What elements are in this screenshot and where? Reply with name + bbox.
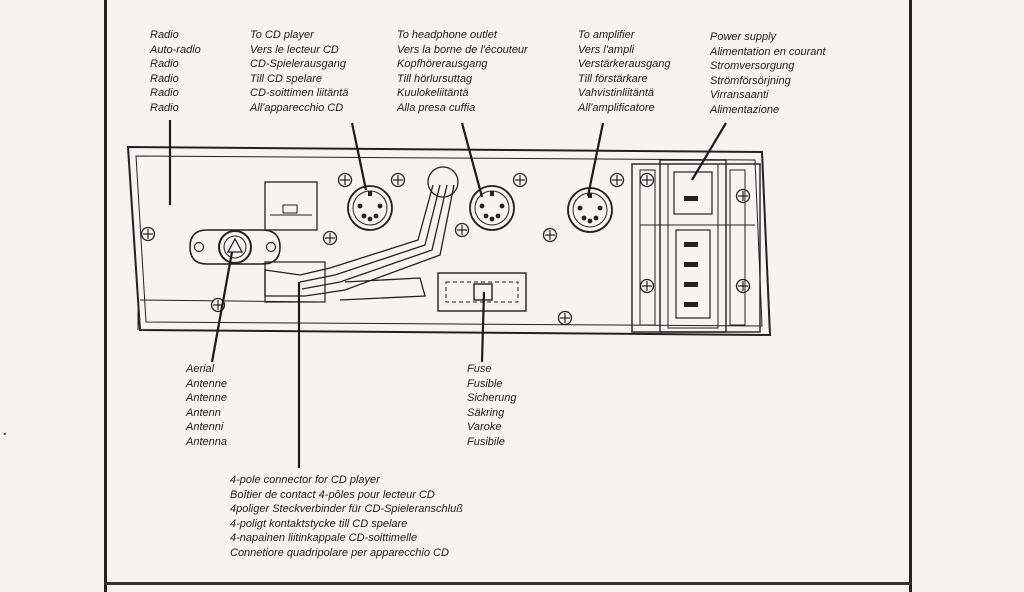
label-line: To headphone outlet bbox=[397, 29, 497, 41]
label-line: Vers le lecteur CD bbox=[250, 43, 339, 56]
label-line: Säkring bbox=[467, 406, 505, 419]
label-line: Radio bbox=[150, 58, 179, 71]
aerial-labels: Aerial Antenne Antenne Antenn Antenni An… bbox=[186, 362, 227, 450]
label-line: Till förstärkare bbox=[578, 72, 648, 85]
label-line: Kuulokeliitäntä bbox=[397, 87, 469, 100]
label-line: 4poliger Steckverbinder für CD-Spieleran… bbox=[230, 503, 463, 516]
label-line: Radio bbox=[150, 29, 179, 41]
label-line: Till CD spelare bbox=[250, 72, 323, 85]
label-line: Alimentazione bbox=[710, 103, 780, 116]
leader-fuse bbox=[480, 291, 486, 363]
label-line: All'amplificatore bbox=[578, 101, 655, 114]
label-line: Radio bbox=[150, 72, 179, 85]
leader-headphone bbox=[460, 122, 484, 198]
label-line: To amplifier bbox=[578, 29, 635, 41]
label-line: 4-poligt kontaktstycke till CD spelare bbox=[230, 517, 408, 530]
frame-right-border bbox=[909, 0, 912, 592]
fuse-labels: Fuse Fusible Sicherung Säkring Varoke Fu… bbox=[467, 362, 517, 450]
label-line: Virransaanti bbox=[710, 89, 769, 102]
power-supply-labels: Power supply Alimentation en courant Str… bbox=[710, 30, 826, 118]
amplifier-labels: To amplifier Vers l'ampli Verstärkerausg… bbox=[578, 28, 671, 116]
label-line: CD-Spielerausgang bbox=[250, 58, 346, 71]
connector-labels: 4-pole connector for CD player Boîtier d… bbox=[230, 473, 463, 561]
cd-player-socket bbox=[347, 185, 393, 231]
cd-cable-bundle bbox=[264, 166, 459, 303]
label-line: Antenni bbox=[186, 421, 224, 434]
label-line: Sicherung bbox=[467, 392, 517, 405]
label-line: Fuse bbox=[467, 363, 492, 375]
label-line: Kopfhörerausgang bbox=[397, 58, 488, 71]
label-line: Radio bbox=[150, 87, 179, 100]
label-line: 4-pole connector for CD player bbox=[230, 474, 380, 486]
leader-lines bbox=[168, 120, 727, 468]
leader-cd-player bbox=[350, 122, 368, 191]
label-line: Strömförsörjning bbox=[710, 74, 791, 87]
cd-player-labels: To CD player Vers le lecteur CD CD-Spiel… bbox=[250, 28, 348, 116]
label-line: All'apparecchio CD bbox=[250, 101, 344, 114]
leader-power-supply bbox=[691, 122, 727, 181]
label-line: Boîtier de contact 4-pôles pour lecteur … bbox=[230, 488, 435, 501]
label-line: Vahvistinliitäntä bbox=[578, 87, 655, 100]
frame-left-border bbox=[104, 0, 107, 592]
power-supply-block bbox=[631, 159, 761, 333]
radio-labels: Radio Auto-radio Radio Radio Radio Radio bbox=[150, 28, 201, 116]
label-line: Till hörlursuttag bbox=[397, 72, 473, 85]
headphone-labels: To headphone outlet Vers la borne de l'é… bbox=[397, 28, 528, 116]
label-line: Alimentation en courant bbox=[710, 45, 826, 58]
label-line: Auto-radio bbox=[150, 43, 201, 56]
label-line: Antenna bbox=[186, 435, 227, 448]
label-line: Power supply bbox=[710, 31, 777, 43]
label-line: Fusible bbox=[467, 377, 503, 390]
label-line: Alla presa cuffia bbox=[397, 101, 476, 114]
connector-bracket bbox=[264, 181, 318, 231]
label-line: Aerial bbox=[186, 363, 215, 375]
aerial-socket bbox=[189, 229, 281, 265]
label-line: Antenne bbox=[186, 392, 227, 405]
label-line: Varoke bbox=[467, 421, 502, 434]
label-line: Verstärkerausgang bbox=[578, 58, 671, 71]
label-line: To CD player bbox=[250, 29, 314, 41]
leader-aerial bbox=[210, 251, 234, 363]
label-line: Vers l'ampli bbox=[578, 43, 635, 56]
label-line: 4-napainen liitinkappale CD-soittimelle bbox=[230, 532, 418, 545]
frame-bottom-border bbox=[104, 582, 912, 585]
label-line: Stromversorgung bbox=[710, 60, 795, 73]
label-line: Fusibile bbox=[467, 435, 505, 448]
label-line: Antenn bbox=[186, 406, 221, 419]
fuse-holder bbox=[437, 272, 527, 312]
label-line: Vers la borne de l'écouteur bbox=[397, 43, 528, 56]
label-line: Connetiore quadripolare per apparecchio … bbox=[230, 546, 449, 559]
headphone-socket bbox=[469, 185, 515, 231]
leader-amplifier bbox=[586, 122, 605, 197]
label-line: CD-soittimen liitäntä bbox=[250, 87, 349, 100]
label-line: Antenne bbox=[186, 377, 227, 390]
stray-mark: . bbox=[2, 418, 8, 440]
label-line: Radio bbox=[150, 101, 179, 114]
amplifier-socket bbox=[567, 187, 613, 233]
